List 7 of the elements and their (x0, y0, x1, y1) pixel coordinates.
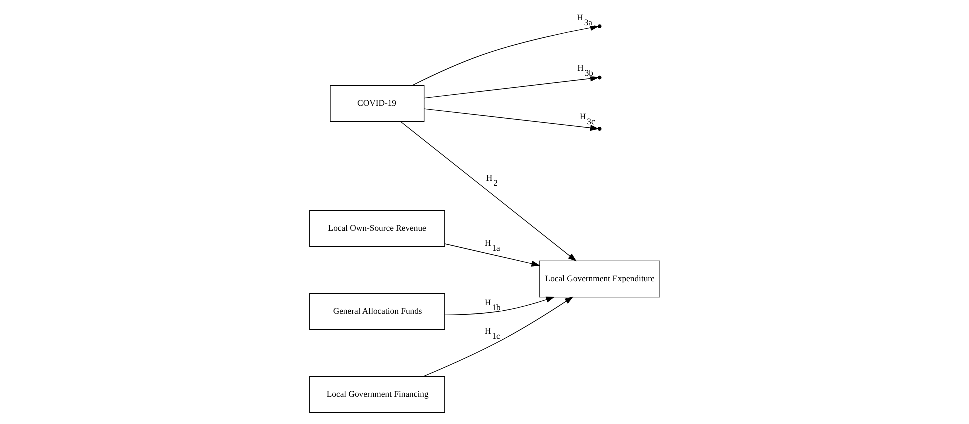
node-box: COVID-19 (330, 85, 424, 122)
node-box: Local Government Financing (309, 376, 445, 414)
node-box: Local Government Expenditure (538, 260, 660, 298)
arrow (444, 244, 540, 267)
node-box: General Allocation Funds (309, 293, 445, 330)
arrow (400, 122, 576, 262)
node-box: Local Own-Source Revenue (309, 210, 445, 248)
